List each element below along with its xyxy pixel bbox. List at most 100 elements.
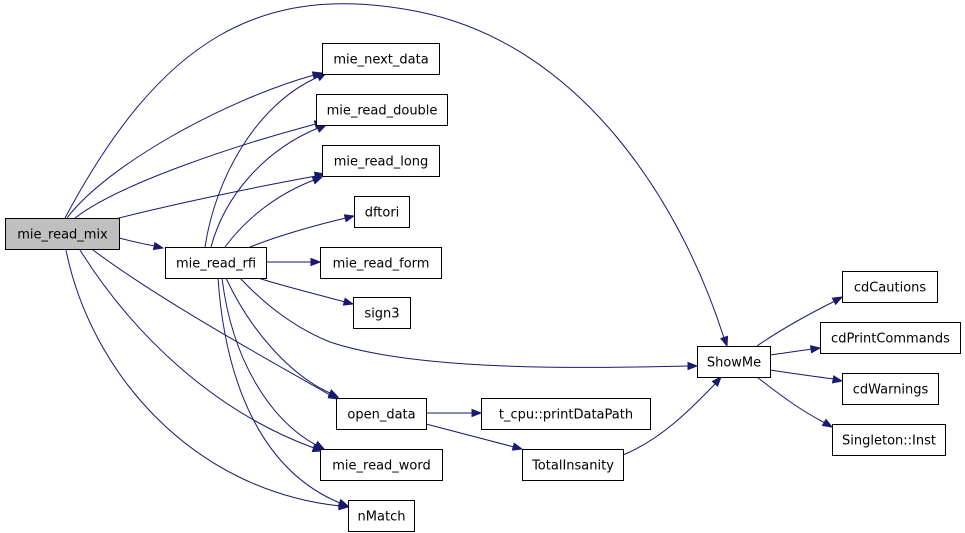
edge-TotalInsanity-to-ShowMe: [622, 375, 722, 456]
node-mie_next_data[interactable]: mie_next_data: [322, 43, 440, 75]
node-box: [320, 449, 443, 481]
node-sign3[interactable]: sign3: [353, 297, 411, 329]
node-label: cdCautions: [854, 281, 927, 296]
node-cdCautions[interactable]: cdCautions: [842, 271, 938, 303]
node-box: [481, 398, 651, 430]
arrowhead-icon: [720, 335, 729, 348]
node-mie_read_double[interactable]: mie_read_double: [316, 94, 448, 126]
node-mie_read_form[interactable]: mie_read_form: [320, 247, 442, 279]
node-label: cdWarnings: [853, 383, 929, 398]
node-box: [336, 398, 427, 430]
arrowhead-icon: [342, 297, 355, 306]
edge-mie_read_rfi-to-mie_next_data: [204, 72, 328, 248]
edge-line: [217, 277, 341, 504]
edge-line: [756, 376, 826, 424]
arrowhead-icon: [152, 241, 165, 251]
node-mie_read_rfi[interactable]: mie_read_rfi: [165, 247, 267, 279]
edge-line: [92, 249, 331, 396]
edge-open_data-to-t_cpu_printDataPath: [425, 408, 483, 418]
edge-mie_read_mix-to-mie_next_data: [66, 71, 324, 219]
node-mie_read_long[interactable]: mie_read_long: [322, 145, 440, 177]
edge-mie_read_mix-to-mie_read_long: [114, 171, 326, 220]
edge-line: [425, 423, 515, 448]
node-label: mie_read_word: [332, 459, 431, 474]
edge-line: [65, 249, 341, 507]
node-label: mie_read_form: [333, 257, 430, 272]
node-label: mie_next_data: [333, 53, 428, 68]
arrowhead-icon: [821, 418, 834, 428]
edge-ShowMe-to-cdCautions: [756, 296, 844, 347]
node-label: sign3: [364, 307, 399, 322]
node-label: ShowMe: [707, 356, 761, 371]
arrowhead-icon: [343, 214, 356, 223]
node-t_cpu_printDataPath[interactable]: t_cpu::printDataPath: [481, 398, 651, 430]
edge-mie_read_rfi-to-dftori: [249, 214, 356, 248]
edge-mie_read_mix-to-nMatch: [65, 249, 350, 511]
edge-mie_read_rfi-to-mie_read_long: [224, 176, 324, 248]
edge-mie_read_mix-to-mie_read_rfi: [118, 237, 165, 251]
edge-mie_read_rfi-to-open_data: [225, 277, 340, 398]
edge-line: [769, 369, 835, 380]
edge-ShowMe-to-Singleton_Inst: [756, 376, 834, 428]
node-box: [522, 449, 624, 481]
edge-line: [221, 277, 317, 446]
edge-open_data-to-TotalInsanity: [425, 423, 524, 451]
edge-mie_read_mix-to-mie_read_double: [74, 120, 326, 219]
arrowhead-icon: [471, 408, 483, 418]
node-label: mie_read_rfi: [176, 257, 256, 272]
node-ShowMe[interactable]: ShowMe: [697, 346, 771, 378]
node-label: mie_read_mix: [17, 228, 108, 243]
arrowhead-icon: [313, 440, 326, 450]
node-nMatch[interactable]: nMatch: [348, 500, 415, 532]
node-Singleton_Inst[interactable]: Singleton::Inst: [832, 424, 946, 456]
node-label: cdPrintCommands: [831, 332, 950, 347]
edge-line: [769, 348, 813, 356]
node-cdPrintCommands[interactable]: cdPrintCommands: [820, 322, 961, 354]
node-label: nMatch: [358, 510, 406, 525]
node-label: dftori: [365, 206, 400, 221]
edge-line: [66, 74, 315, 219]
edge-line: [74, 123, 317, 219]
edge-mie_read_rfi-to-mie_read_form: [266, 257, 322, 267]
edge-line: [210, 127, 319, 248]
node-box: [832, 424, 946, 456]
edges-layer: [64, 3, 844, 511]
node-label: mie_read_long: [334, 155, 429, 170]
edge-line: [225, 277, 331, 394]
nodes-layer: mie_read_mix mie_next_data mie_read_double…: [5, 43, 961, 532]
node-TotalInsanity[interactable]: TotalInsanity: [522, 449, 624, 481]
edge-line: [64, 3, 725, 339]
node-box: [354, 196, 410, 228]
arrowhead-icon: [687, 361, 699, 371]
node-dftori[interactable]: dftori: [354, 196, 410, 228]
node-mie_read_mix[interactable]: mie_read_mix: [5, 218, 120, 250]
arrowhead-icon: [511, 442, 524, 451]
edge-line: [224, 179, 315, 248]
arrowhead-icon: [831, 375, 844, 384]
node-box: [320, 247, 442, 279]
arrowhead-icon: [310, 257, 322, 267]
edge-mie_read_rfi-to-ShowMe: [239, 277, 699, 371]
edge-mie_read_mix-to-ShowMe: [64, 3, 729, 348]
node-box: [842, 373, 939, 405]
node-cdWarnings[interactable]: cdWarnings: [842, 373, 939, 405]
node-mie_read_word[interactable]: mie_read_word: [320, 449, 443, 481]
node-box: [322, 145, 440, 177]
edge-line: [204, 76, 319, 248]
edge-line: [239, 277, 690, 368]
node-open_data[interactable]: open_data: [336, 398, 427, 430]
edge-line: [79, 249, 315, 449]
node-box: [322, 43, 440, 75]
node-box: [842, 271, 938, 303]
arrowhead-icon: [810, 345, 822, 354]
node-box: [316, 94, 448, 126]
edge-ShowMe-to-cdPrintCommands: [769, 345, 822, 356]
arrowhead-icon: [327, 389, 340, 398]
node-label: Singleton::Inst: [842, 434, 936, 449]
edge-mie_read_rfi-to-sign3: [257, 277, 355, 306]
node-box: [353, 297, 411, 329]
node-label: open_data: [347, 408, 415, 423]
node-box: [697, 346, 771, 378]
edge-ShowMe-to-cdWarnings: [769, 369, 844, 384]
